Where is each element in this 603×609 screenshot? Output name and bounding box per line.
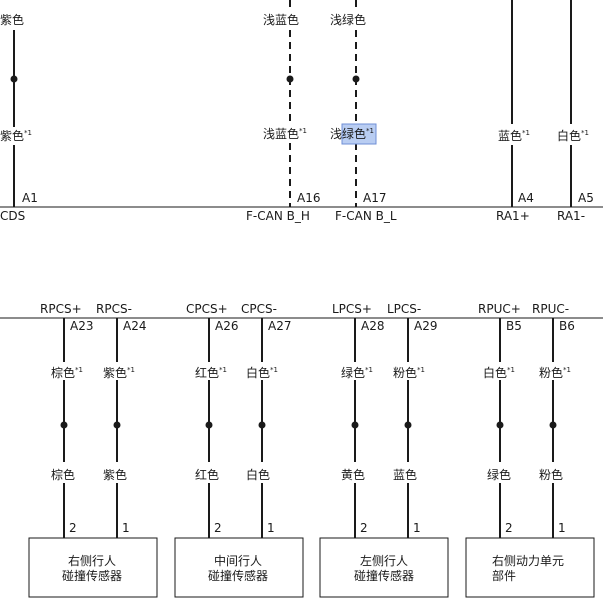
wire-lpcs-plus: LPCS+ A28 绿色*1 黄色 2 <box>332 302 384 538</box>
wire-ra1-plus-signal: RA1+ <box>496 209 530 223</box>
wire-lpcs-plus-signal: LPCS+ <box>332 302 372 316</box>
wire-lpcs-minus-color-mid: 粉色*1 <box>393 366 425 380</box>
wire-cpcs-plus-pin: A26 <box>215 319 238 333</box>
wire-lpcs-minus-term: 1 <box>413 521 421 535</box>
wire-fcan-l-color-top: 浅绿色 <box>330 12 366 27</box>
wire-fcan-h-signal: F-CAN B_H <box>246 209 310 223</box>
wire-cpcs-plus-color-low: 红色 <box>195 467 219 482</box>
wire-ra1-minus-signal: RA1- <box>557 209 585 223</box>
wire-ra1-minus: 白色*1 A5 RA1- <box>557 0 594 223</box>
component-right-ped-sensor-line2: 碰撞传感器 <box>62 568 122 583</box>
component-right-ped-sensor-line1: 右侧行人 <box>68 553 116 568</box>
wire-ra1-minus-pin: A5 <box>578 191 594 205</box>
wire-lpcs-minus-signal: LPCS- <box>387 302 421 316</box>
wire-rpcs-minus-term: 1 <box>122 521 130 535</box>
wire-cds: 紫色 紫色*1 A1 CDS <box>0 13 38 223</box>
wire-cpcs-minus-color-low: 白色 <box>246 467 270 482</box>
splice-dot <box>549 421 557 429</box>
splice-dot <box>60 421 68 429</box>
wire-rpcs-minus: RPCS- A24 紫色*1 紫色 1 <box>96 302 146 538</box>
splice-dot <box>351 421 359 429</box>
component-center-ped-sensor-line1: 中间行人 <box>214 553 262 568</box>
wire-rpuc-minus-color-mid: 粉色*1 <box>539 366 571 380</box>
wire-rpuc-plus-color-mid: 白色*1 <box>483 365 515 380</box>
component-right-power-unit-line2: 部件 <box>492 568 516 583</box>
text-selection-highlight <box>341 123 377 145</box>
wire-rpuc-minus-pin: B6 <box>559 319 575 333</box>
wire-fcan-l-color-mid[interactable]: 浅绿色*1 <box>330 126 374 141</box>
wire-cpcs-plus-color-mid: 红色*1 <box>195 365 227 380</box>
wire-fcan-h: 浅蓝色 浅蓝色*1 A16 F-CAN B_H <box>246 0 320 223</box>
wire-cpcs-minus-term: 1 <box>267 521 275 535</box>
splice-dot <box>113 421 121 429</box>
wire-rpuc-minus-term: 1 <box>558 521 566 535</box>
splice-dot <box>286 75 294 83</box>
component-center-ped-sensor[interactable]: 中间行人 碰撞传感器 <box>174 537 304 598</box>
wire-rpuc-minus: RPUC- B6 粉色*1 粉色 1 <box>532 302 575 538</box>
wire-fcan-h-color-mid: 浅蓝色*1 <box>263 127 307 141</box>
wire-rpcs-plus: RPCS+ A23 棕色*1 棕色 2 <box>40 302 93 538</box>
wire-rpcs-plus-color-low: 棕色 <box>51 467 75 482</box>
wire-fcan-h-pin: A16 <box>297 191 320 205</box>
wire-cpcs-plus-term: 2 <box>214 521 222 535</box>
wire-lpcs-plus-pin: A28 <box>361 319 384 333</box>
wire-cpcs-minus: CPCS- A27 白色*1 白色 1 <box>241 302 291 538</box>
wire-rpcs-minus-color-mid: 紫色*1 <box>103 366 135 380</box>
wire-lpcs-minus-pin: A29 <box>414 319 437 333</box>
wire-rpcs-minus-signal: RPCS- <box>96 302 132 316</box>
splice-dot <box>496 421 504 429</box>
wire-rpuc-plus-term: 2 <box>505 521 513 535</box>
wire-cds-signal: CDS <box>0 209 25 223</box>
wire-rpcs-minus-pin: A24 <box>123 319 146 333</box>
wire-cpcs-minus-color-mid: 白色*1 <box>246 365 278 380</box>
wire-cpcs-minus-signal: CPCS- <box>241 302 277 316</box>
wire-cpcs-plus: CPCS+ A26 红色*1 红色 2 <box>186 302 238 538</box>
wire-rpuc-plus-color-low: 绿色 <box>487 467 511 482</box>
wire-lpcs-plus-term: 2 <box>360 521 368 535</box>
wire-lpcs-plus-color-mid: 绿色*1 <box>341 365 373 380</box>
splice-dot <box>205 421 213 429</box>
wire-cds-color-top: 紫色 <box>0 13 24 27</box>
splice-dot <box>352 75 360 83</box>
wire-ra1-plus: 蓝色*1 A4 RA1+ <box>496 0 534 223</box>
component-left-ped-sensor-line1: 左侧行人 <box>360 553 408 568</box>
wire-rpcs-minus-color-low: 紫色 <box>103 468 127 482</box>
wire-ra1-minus-color-mid: 白色*1 <box>557 128 589 143</box>
component-left-ped-sensor-line2: 碰撞传感器 <box>354 568 414 583</box>
wire-lpcs-minus-color-low: 蓝色 <box>393 468 417 482</box>
wire-fcan-l: 浅绿色 浅绿色*1 A17 F-CAN B_L <box>330 0 397 223</box>
wire-fcan-l-signal: F-CAN B_L <box>335 209 397 223</box>
splice-dot <box>258 421 266 429</box>
wire-cpcs-plus-signal: CPCS+ <box>186 302 228 316</box>
component-right-ped-sensor[interactable]: 右侧行人 碰撞传感器 <box>28 537 158 598</box>
component-right-power-unit[interactable]: 右侧动力单元 部件 <box>465 537 595 598</box>
wire-cds-color-mid: 紫色*1 <box>0 129 32 143</box>
wire-ra1-plus-color-mid: 蓝色*1 <box>498 129 530 143</box>
wire-rpuc-plus: RPUC+ B5 白色*1 绿色 2 <box>478 302 522 538</box>
wire-rpcs-plus-color-mid: 棕色*1 <box>51 365 83 380</box>
wire-rpuc-plus-signal: RPUC+ <box>478 302 521 316</box>
wire-fcan-l-pin: A17 <box>363 191 386 205</box>
wire-rpuc-minus-color-low: 粉色 <box>539 468 563 482</box>
splice-dot <box>10 75 18 83</box>
wire-lpcs-plus-color-low: 黄色 <box>341 468 365 482</box>
wire-rpuc-plus-pin: B5 <box>506 319 522 333</box>
wire-lpcs-minus: LPCS- A29 粉色*1 蓝色 1 <box>387 302 437 538</box>
wire-fcan-h-color-top: 浅蓝色 <box>263 13 299 27</box>
component-right-power-unit-line1: 右侧动力单元 <box>492 553 564 568</box>
wire-rpcs-plus-term: 2 <box>69 521 77 535</box>
wire-cpcs-minus-pin: A27 <box>268 319 291 333</box>
splice-dot <box>404 421 412 429</box>
wire-cds-pin: A1 <box>22 191 38 205</box>
wire-ra1-plus-pin: A4 <box>518 191 534 205</box>
wire-rpcs-plus-signal: RPCS+ <box>40 302 82 316</box>
component-center-ped-sensor-line2: 碰撞传感器 <box>208 568 268 583</box>
wire-rpuc-minus-signal: RPUC- <box>532 302 569 316</box>
wire-rpcs-plus-pin: A23 <box>70 319 93 333</box>
component-left-ped-sensor[interactable]: 左侧行人 碰撞传感器 <box>319 537 449 598</box>
